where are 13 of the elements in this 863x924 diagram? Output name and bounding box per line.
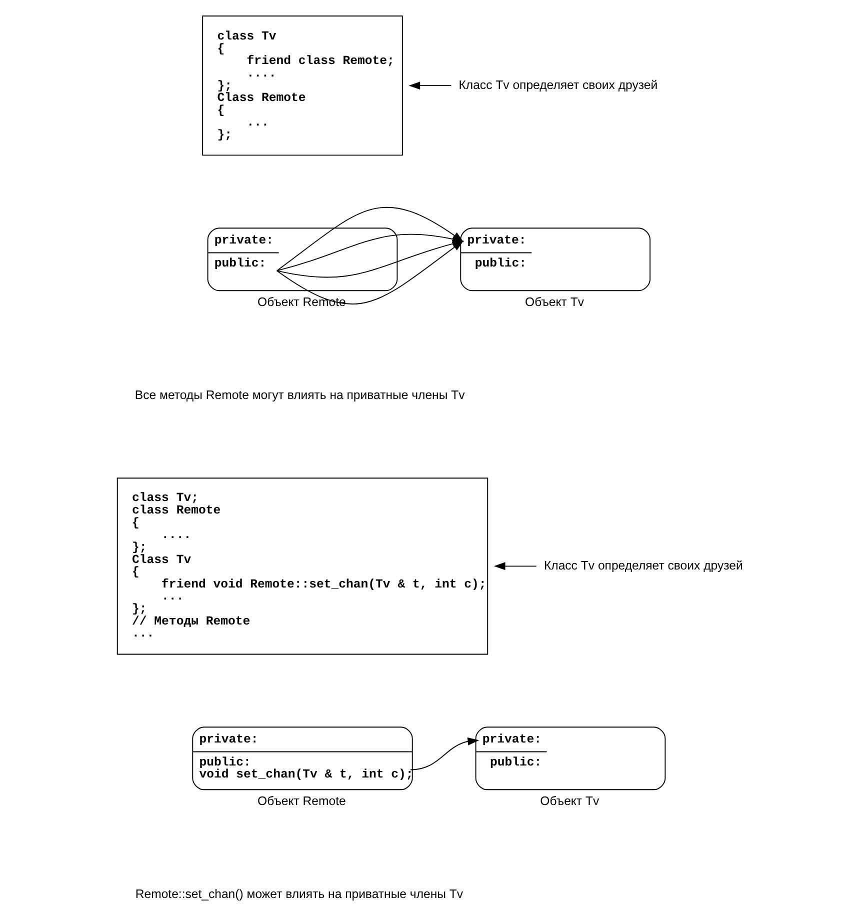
- node-text: Класс Tv определяет своих друзей: [543, 558, 742, 572]
- node-label: Объект Tv: [540, 794, 599, 808]
- arrow: [493, 562, 536, 570]
- arrow: [409, 737, 479, 770]
- node-text: Класс Tv определяет своих друзей: [458, 78, 658, 92]
- label: Все методы Remote могут влиять на приватные члены Tv: [134, 388, 464, 402]
- node-label: Объект Remote: [257, 295, 346, 310]
- node-label: Объект Tv: [524, 295, 584, 310]
- node-box: class Tv { friend class Remote; .... }; Class Remote { ... };: [202, 16, 402, 156]
- label: Remote::set_chan() может влиять на приватные члены Tv: [134, 886, 463, 901]
- node-box: class Tv; class Remote { .... }; Class Tv { friend void Remote::set_chan(Tv & t, int c); ... }; // Методы Remote ...: [116, 478, 488, 655]
- node-label: Объект Remote: [257, 794, 346, 808]
- arrow: [408, 82, 452, 90]
